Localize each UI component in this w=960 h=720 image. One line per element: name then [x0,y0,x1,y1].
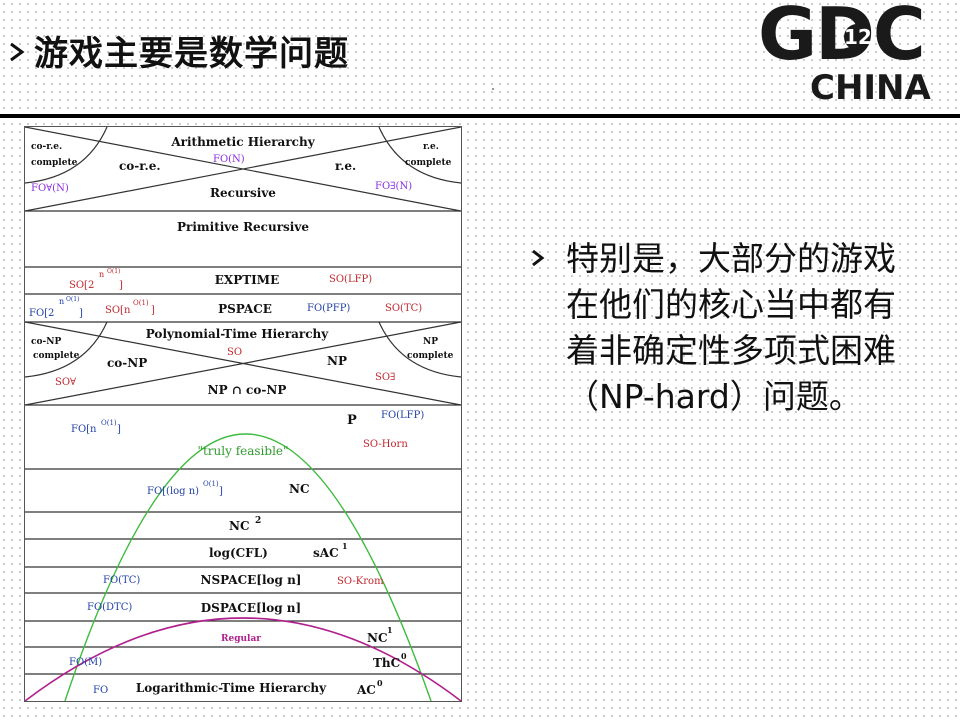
gdc-china-logo: GDC 12 CHINA [748,0,948,110]
label-fo-exists-n: FO∃(N) [375,181,412,192]
label-fo: FO [93,685,108,696]
label-fo-log-sup: O(1) [203,480,219,488]
bullet-text: 特别是，大部分的游戏在他们的核心当中都有着非确定性多项式困难（NP-hard）问… [566,239,896,416]
label-fo-exp-close: ] [79,308,83,319]
label-nspace: NSPACE[log n] [200,573,301,587]
title-band: 游戏主要是数学问题 GDC 12 CHINA [0,0,960,118]
label-ac0-sup: 0 [377,678,383,688]
label-fo-pfp: FO(PFP) [307,303,350,314]
bullet-chevron-icon [532,249,545,267]
label-core-mid: co-r.e. [119,159,161,173]
label-sac1-sup: 1 [342,541,348,551]
label-fo-log-close: ] [219,486,223,497]
label-thc0: ThC [373,656,400,670]
arith-cross [25,127,461,212]
label-so-tc: SO(TC) [385,303,422,314]
regular-curve [25,617,461,701]
logo-china-text: CHINA [810,68,931,108]
label-nc: NC [289,482,310,496]
label-fo-exp-sup: n [59,297,64,306]
label-conp-tl: co-NP [31,337,61,347]
label-fo-dtc: FO(DTC) [87,602,132,613]
label-fo-forall-n: FO∀(N) [31,183,69,194]
title-divider [0,114,960,118]
label-fo-exp: FO[2 [29,308,54,319]
label-complete-tl: complete [31,158,78,168]
label-fo-lfp: FO(LFP) [381,410,424,421]
label-re-mid: r.e. [335,159,356,173]
label-regular: Regular [221,634,261,644]
label-pspace: PSPACE [218,302,272,316]
label-so-lfp: SO(LFP) [329,274,372,285]
label-so-exp: SO[2 [69,280,94,291]
slide-title: 游戏主要是数学问题 [34,34,349,74]
label-so-horn: SO-Horn [363,439,408,450]
label-conp: co-NP [107,356,147,370]
label-np-cap: NP ∩ co-NP [208,383,287,397]
label-fo-m: FO(M) [69,657,102,668]
label-poly-hier: Polynomial-Time Hierarchy [146,327,330,341]
poly-cross [25,321,461,406]
label-p: P [347,413,357,428]
label-dspace: DSPACE[log n] [201,601,301,615]
label-logcfl: log(CFL) [209,546,268,560]
label-exp-sup2: O(1) [107,268,120,275]
complexity-diagram-svg: Arithmetic Hierarchy co-r.e. complete co… [25,127,461,701]
label-fo-tc: FO(TC) [103,575,140,586]
label-fo-poly-close: ] [117,424,121,435]
label-log-hier: Logarithmic-Time Hierarchy [136,681,327,695]
label-np: NP [327,354,347,368]
label-thc0-sup: 0 [401,651,407,661]
label-fo-log: FO[(log n) [147,486,199,497]
label-truly: "truly feasible" [197,444,288,458]
title-bullet-icon [10,42,25,62]
logo-badge: 12 [844,24,872,50]
label-sac1: sAC [313,546,339,560]
label-complete-l: complete [33,351,80,361]
label-complete-r: complete [407,351,454,361]
label-recursive: Recursive [210,186,276,200]
complexity-diagram: Arithmetic Hierarchy co-r.e. complete co… [24,126,462,702]
label-so: SO [227,347,242,358]
label-re-tr: r.e. [423,142,439,152]
label-fo-poly-sup: O(1) [101,419,117,427]
label-ac0: AC [356,683,376,697]
logo-gdc-text: GDC [758,0,926,76]
label-so-krom: SO-Krom [337,576,384,587]
label-fo-n-top: FO(N) [213,154,245,165]
label-complete-tr: complete [405,158,452,168]
label-fo-poly: FO[n [71,424,97,435]
truly-feasible-curve [64,433,432,701]
small-mark [492,88,494,90]
label-prim-rec: Primitive Recursive [177,220,309,234]
label-exp-close: ] [119,280,123,291]
label-core-tl: co-r.e. [31,142,62,152]
label-exptime: EXPTIME [215,273,279,287]
label-so-forall: SO∀ [55,377,76,388]
label-exp-sup: n [99,270,104,279]
label-fo-exp-sup2: O(1) [66,296,79,303]
label-nc2: NC [229,519,250,533]
label-arith: Arithmetic Hierarchy [170,135,315,149]
label-nc1-sup: 1 [387,625,393,635]
label-nc2-sup: 2 [255,516,261,526]
label-so-poly-sup: O(1) [133,299,149,307]
label-nc1: NC [367,631,388,645]
label-so-exists: SO∃ [375,372,395,383]
label-np-tr: NP [423,337,438,347]
label-so-poly: SO[n [105,305,131,316]
label-so-poly-close: ] [151,305,155,316]
